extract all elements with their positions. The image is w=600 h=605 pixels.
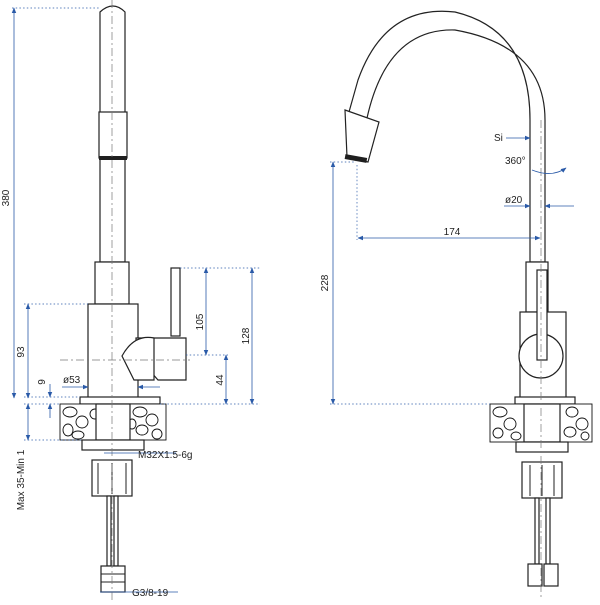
left-labels: 380 93 9 ø53 105 128 44 M32X1.5-6g Max 3… xyxy=(1,189,252,599)
dim-93-label: 93 xyxy=(16,346,27,358)
hose-thread-label: G3/8-19 xyxy=(132,588,169,599)
spout-label: Si xyxy=(494,133,503,144)
dim-174-label: 174 xyxy=(444,227,461,238)
right-dimensions xyxy=(330,135,574,405)
thread-label: M32X1.5-6g xyxy=(138,450,192,461)
front-view xyxy=(344,10,593,600)
dim-105-label: 105 xyxy=(195,313,206,330)
stone-pattern-right xyxy=(492,406,590,441)
dim-128-label: 128 xyxy=(241,327,252,344)
side-view xyxy=(59,0,190,600)
right-labels: 228 174 Si 360° ø20 xyxy=(320,133,526,291)
dim-53-label: ø53 xyxy=(63,375,81,386)
rotation-label: 360° xyxy=(505,156,526,167)
dim-380-label: 380 xyxy=(1,189,12,206)
dim-228-label: 228 xyxy=(320,274,331,291)
counter-thickness-label: Max 35-Min 1 xyxy=(16,449,27,510)
stone-pattern-left xyxy=(62,406,163,440)
dim-44-label: 44 xyxy=(215,374,226,386)
dim-9-label: 9 xyxy=(37,379,48,385)
dim-20-label: ø20 xyxy=(505,195,523,206)
left-dimensions xyxy=(11,7,260,593)
